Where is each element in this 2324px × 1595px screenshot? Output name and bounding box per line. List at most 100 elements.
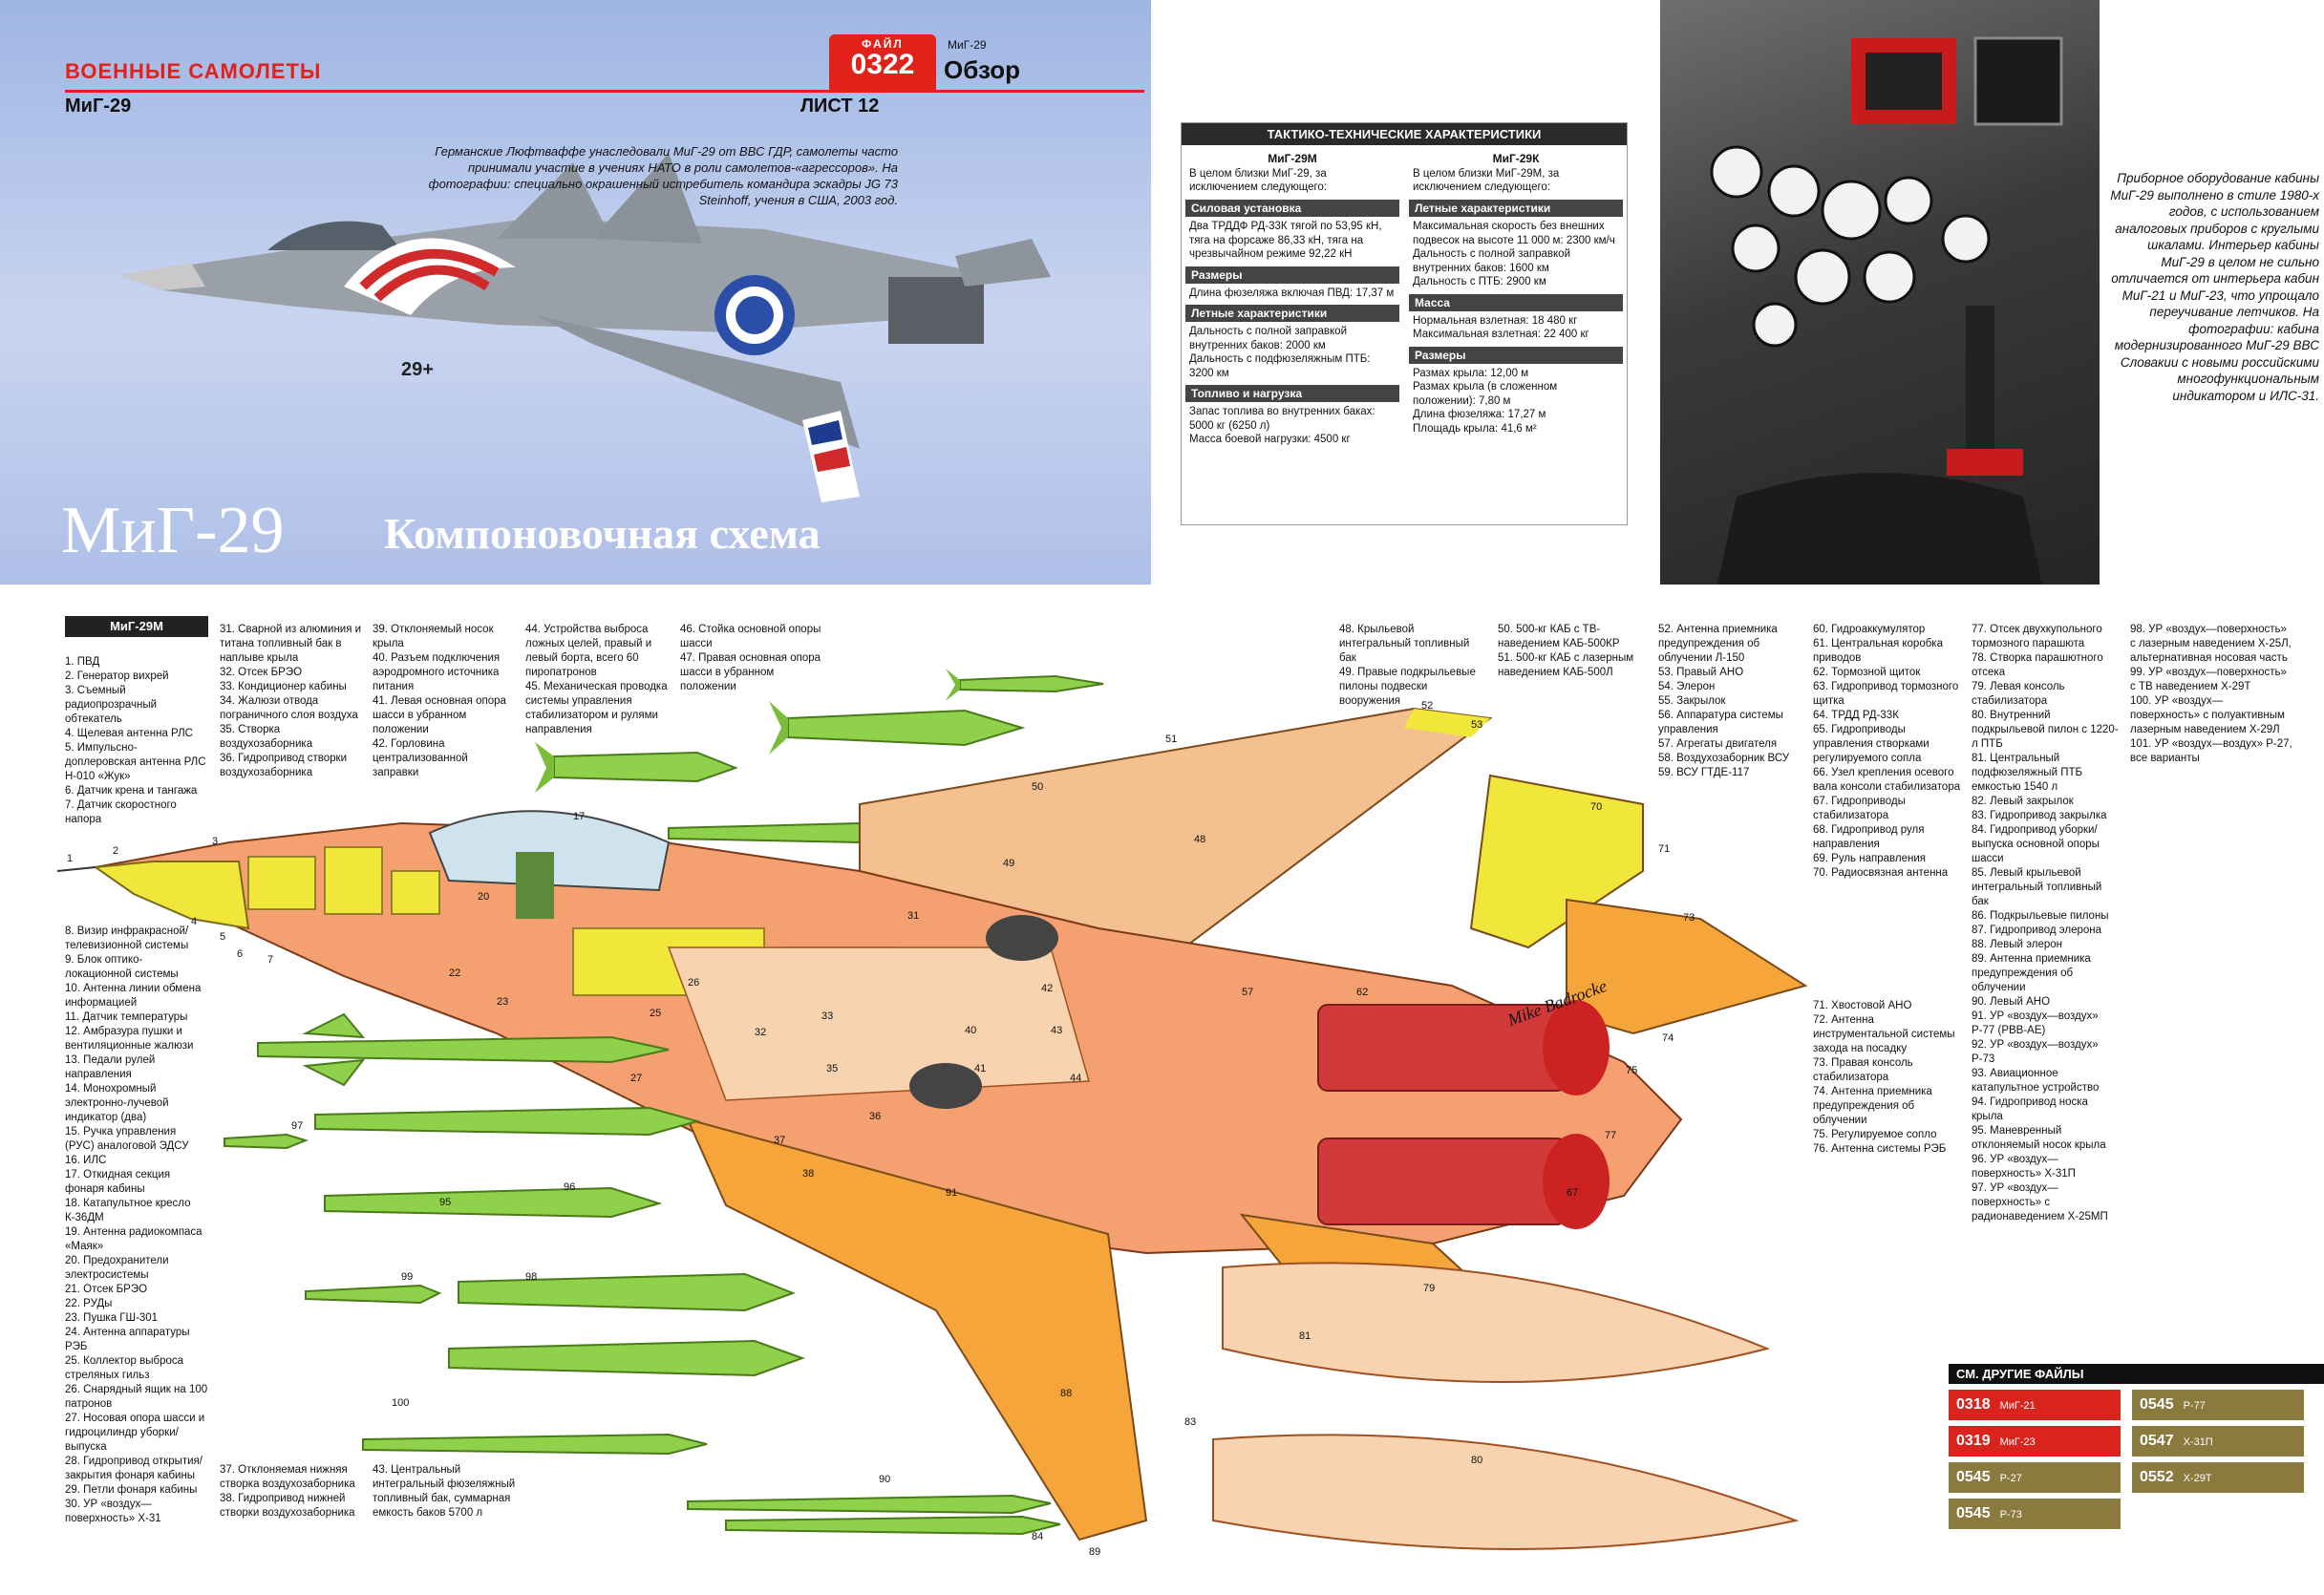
- legend-item: 57. Агрегаты двигателя: [1658, 738, 1778, 750]
- legend-item: 73. Правая консоль стабилизатора: [1813, 1057, 1913, 1083]
- engine-rd33k-lower: [1317, 1134, 1610, 1229]
- legend-item: 81. Центральный подфюзеляжный ПТБ емкост…: [1972, 753, 2083, 793]
- weapon-r-27: [362, 1433, 708, 1456]
- specs-table: ТАКТИКО-ТЕХНИЧЕСКИЕ ХАРАКТЕРИСТИКИ МиГ-2…: [1181, 122, 1628, 525]
- legend-item: 79. Левая консоль стабилизатора: [1972, 681, 2065, 707]
- legend-col-8: 52. Антенна приемника предупреждения об …: [1658, 623, 1802, 780]
- legend-item: 65. Гидроприводы управления створками ре…: [1813, 724, 1930, 764]
- legend-item: 48. Крыльевой интегральный топливный бак: [1339, 624, 1470, 664]
- legend-item: 69. Руль направления: [1813, 853, 1926, 864]
- legend-item: 17. Откидная секция фонаря кабины: [65, 1169, 171, 1195]
- callout-number: 50: [1032, 781, 1043, 793]
- specs-section: Масса: [1409, 293, 1623, 311]
- file-label: ФАЙЛ: [862, 37, 904, 51]
- see-also-name: Х-29Т: [2183, 1473, 2212, 1484]
- legend-item: 6. Датчик крена и тангажа: [65, 785, 198, 797]
- callout-number: 62: [1356, 987, 1368, 998]
- callout-number: 43: [1051, 1025, 1062, 1036]
- legend-item: 5. Импульсно-доплеровская антенна РЛС Н-…: [65, 742, 206, 782]
- callout-number: 26: [688, 977, 699, 989]
- weapon-kh-31-1: [257, 1012, 670, 1087]
- legend-item: 30. УР «воздух—поверхность» Х-31: [65, 1499, 161, 1524]
- main-gear-wheel-right: [986, 915, 1058, 961]
- callout-number: 48: [1194, 834, 1205, 845]
- legend-item: 41. Левая основная опора шасси в убранно…: [373, 695, 506, 735]
- legend-item: 98. УР «воздух—поверхность» с лазерным н…: [2130, 624, 2292, 664]
- specs-col-name: МиГ-29К: [1492, 152, 1540, 165]
- legend-item: 100. УР «воздух—поверхность» с полуактив…: [2130, 695, 2285, 735]
- legend-item: 2. Генератор вихрей: [65, 670, 169, 682]
- callout-number: 1: [67, 853, 73, 864]
- legend-item: 96. УР «воздух—поверхность» Х-31П: [1972, 1154, 2076, 1180]
- callout-number: 96: [564, 1181, 575, 1193]
- weapon-kh-31-2: [314, 1106, 701, 1137]
- specs-line: Дальность с полной заправкой внутренних …: [1413, 248, 1571, 274]
- callout-number: 23: [497, 996, 508, 1008]
- legend-item: 90. Левый АНО: [1972, 996, 2051, 1008]
- legend-item: 83. Гидропривод закрылка: [1972, 810, 2107, 821]
- legend-item: 70. Радиосвязная антенна: [1813, 867, 1949, 879]
- callout-number: 7: [267, 954, 273, 966]
- callout-number: 42: [1041, 983, 1053, 994]
- legend-item: 50. 500-кг КАБ с ТВ-наведением КАБ-500КР: [1498, 624, 1620, 649]
- legend-item: 16. ИЛС: [65, 1155, 107, 1166]
- legend-item: 9. Блок оптико-локационной системы: [65, 954, 179, 980]
- callout-number: 91: [946, 1187, 957, 1199]
- ejection-seat: [516, 852, 554, 919]
- legend-item: 25. Коллектор выброса стреляных гильз: [65, 1355, 184, 1381]
- wing-drop-tank: [1212, 1434, 1800, 1550]
- legend-item: 85. Левый крыльевой интегральный топливн…: [1972, 867, 2102, 907]
- legend-col-6: 48. Крыльевой интегральный топливный бак…: [1339, 623, 1482, 709]
- legend-item: 49. Правые подкрыльевые пилоны подвески …: [1339, 667, 1476, 707]
- legend-col-4: 44. Устройства выброса ложных целей, пра…: [525, 623, 669, 737]
- cockpit-caption: Приборное оборудование кабины МиГ-29 вып…: [2110, 171, 2319, 403]
- see-also-number: 0545: [2140, 1396, 2174, 1413]
- specs-section: Топливо и нагрузка: [1185, 385, 1399, 402]
- callout-number: 88: [1060, 1388, 1072, 1399]
- legend-item: 27. Носовая опора шасси и гидроцилиндр у…: [65, 1413, 205, 1453]
- legend-item: 54. Элерон: [1658, 681, 1716, 692]
- callout-number: 33: [821, 1010, 833, 1022]
- specs-section: Летные характеристики: [1409, 200, 1623, 217]
- specs-section: Силовая установка: [1185, 200, 1399, 217]
- legend-item: 23. Пушка ГШ-301: [65, 1312, 159, 1324]
- page-title: МиГ-29: [61, 494, 285, 567]
- main-gear-wheel-left: [909, 1063, 982, 1109]
- callout-number: 81: [1299, 1330, 1311, 1342]
- legend-item: 45. Механическая проводка системы управл…: [525, 681, 668, 735]
- legend-item: 91. УР «воздух—воздух» Р-77 (РВВ-АЕ): [1972, 1010, 2099, 1036]
- weapon-kh-29t: [458, 1272, 796, 1312]
- callout-number: 36: [869, 1111, 881, 1122]
- callout-number: 38: [802, 1168, 814, 1180]
- weapon-kab-500l: [769, 701, 1026, 755]
- tail-number: 29+: [401, 359, 434, 380]
- legend-col-1b: 8. Визир инфракрасной/телевизионной сист…: [65, 925, 208, 1526]
- photo-caption: Германские Люфтваффе унаследовали МиГ-29…: [428, 144, 898, 207]
- sheet-number: ЛИСТ 12: [800, 96, 880, 117]
- callout-number: 22: [449, 968, 460, 979]
- weapon-kh-29l: [448, 1339, 805, 1377]
- legend-item: 97. УР «воздух—поверхность» с радионавед…: [1972, 1182, 2108, 1223]
- callout-number: 35: [826, 1063, 838, 1074]
- legend-item: 92. УР «воздух—воздух» Р-73: [1972, 1039, 2099, 1065]
- legend-item: 88. Левый элерон: [1972, 939, 2062, 950]
- callout-number: 99: [401, 1271, 413, 1283]
- legend-item: 53. Правый АНО: [1658, 667, 1744, 678]
- legend-item: 95. Маневренный отклоняемый носок крыла: [1972, 1125, 2106, 1151]
- callout-number: 27: [630, 1073, 642, 1084]
- callout-number: 98: [525, 1271, 537, 1283]
- legend-item: 72. Антенна инструментальной системы зах…: [1813, 1014, 1955, 1054]
- cockpit-canopy: [428, 810, 671, 892]
- legend-item: 24. Антенна аппаратуры РЭБ: [65, 1327, 190, 1352]
- specs-line: Два ТРДДФ РД-33К тягой по 53,95 кН, тяга…: [1189, 221, 1382, 260]
- specs-line: Длина фюзеляжа включая ПВД: 17,37 м: [1189, 287, 1395, 299]
